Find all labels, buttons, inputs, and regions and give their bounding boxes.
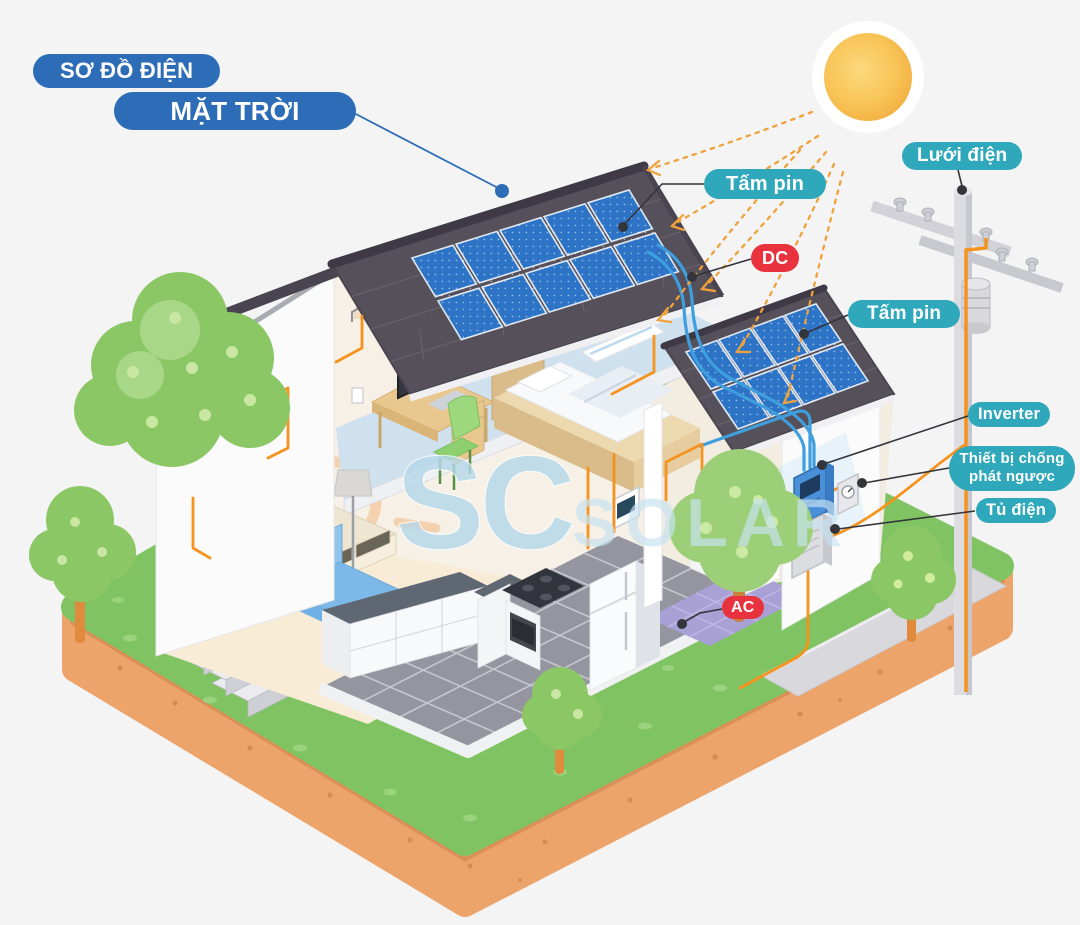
pointer-ac xyxy=(683,608,723,623)
pointer-backfeed xyxy=(863,467,950,484)
dc-wiring xyxy=(646,243,816,472)
pointer-cabinet xyxy=(837,510,976,530)
pillow xyxy=(516,365,574,393)
backfeed-meter-box xyxy=(837,472,859,516)
pointer-dc xyxy=(693,258,752,277)
pointer-panel-main xyxy=(622,183,704,227)
ridge-cap xyxy=(660,284,828,350)
title-badge-line-1: SƠ ĐỒ ĐIỆN xyxy=(33,54,221,88)
title-badge-line-2: MẶT TRỜI xyxy=(114,92,356,130)
roof-edge-bar xyxy=(215,266,340,322)
badge-dc: DC xyxy=(751,244,800,272)
solar-array-main xyxy=(410,189,680,341)
watermark-solar: SOLAR xyxy=(572,485,850,561)
callout-power-grid: Lưới điện xyxy=(902,142,1023,170)
callout-solar-panel-annex: Tấm pin xyxy=(848,300,961,328)
ridge-cap xyxy=(327,161,649,269)
divider-wall xyxy=(643,401,663,609)
tree-right-lawn xyxy=(871,526,956,642)
refrigerator xyxy=(589,560,660,691)
badge-ac: AC xyxy=(722,596,764,619)
callout-backfeed-device: Thiết bị chống phát ngược xyxy=(949,446,1075,491)
keyboard xyxy=(428,390,470,411)
eave-fascia xyxy=(732,394,896,460)
title-connector xyxy=(351,111,509,198)
callout-inverter: Inverter xyxy=(968,402,1051,427)
blanket xyxy=(568,366,674,418)
distribution-panel xyxy=(612,485,640,531)
counter-small xyxy=(474,574,522,669)
chair xyxy=(432,395,481,490)
sun xyxy=(812,21,924,133)
pointer-grid xyxy=(957,169,963,187)
tree-right-behind-wall xyxy=(669,449,813,622)
pointer-panel-annex xyxy=(805,314,849,334)
wall-socket xyxy=(351,387,364,404)
watermark-sc: SC xyxy=(396,429,572,576)
solar-array-annex xyxy=(684,302,870,430)
stove xyxy=(502,568,584,671)
callout-electrical-cabinet: Tủ điện xyxy=(976,498,1057,523)
eave-fascia xyxy=(408,296,724,402)
tree-far-left xyxy=(29,486,136,643)
bush-left xyxy=(74,272,290,467)
kitchen xyxy=(322,560,660,691)
watermark: SC SOLAR xyxy=(395,428,850,577)
insulators xyxy=(893,197,1039,272)
pointer-inverter xyxy=(823,415,969,465)
tree-front xyxy=(522,667,602,774)
callout-pointers xyxy=(351,111,976,629)
crossarm-lower xyxy=(918,235,1064,293)
callout-solar-panel-main: Tấm pin xyxy=(704,169,827,199)
